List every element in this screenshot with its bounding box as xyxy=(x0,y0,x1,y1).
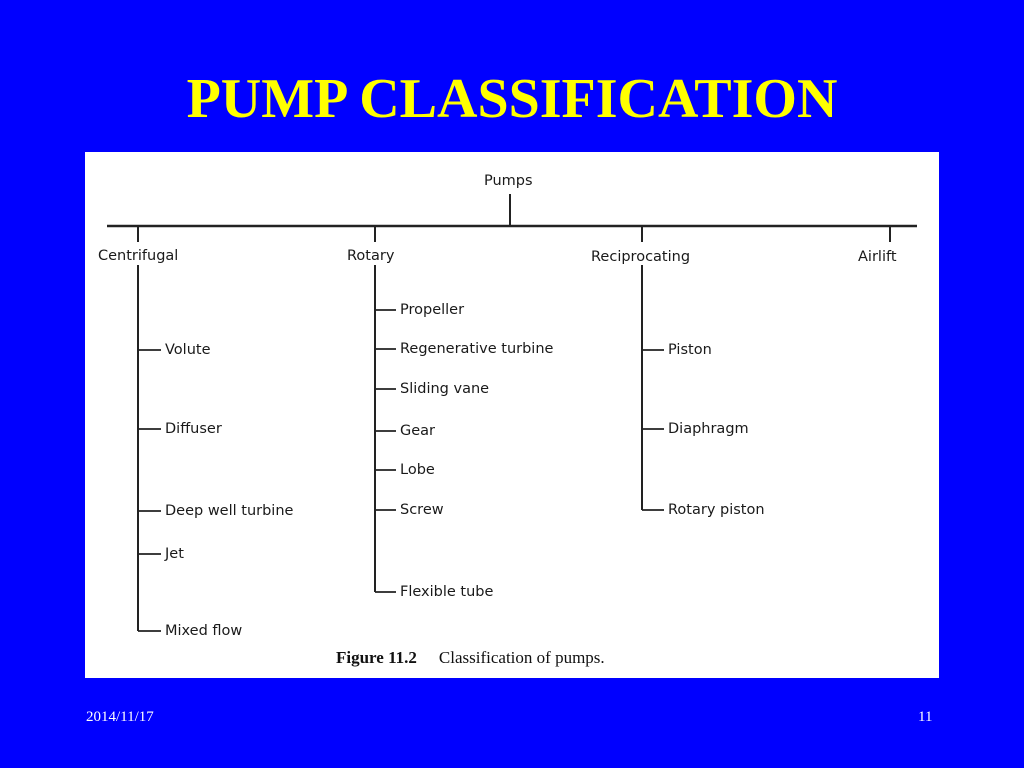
category-centrifugal-node: Centrifugal xyxy=(98,248,179,264)
leaf-node-propeller: Propeller xyxy=(400,302,465,318)
category-airlift-node: Airlift xyxy=(858,249,897,265)
leaf-node-screw: Screw xyxy=(400,502,444,518)
leaf-node-mixed-flow: Mixed flow xyxy=(165,623,243,639)
leaf-node-gear: Gear xyxy=(400,423,436,439)
category-rotary-node: Rotary xyxy=(347,248,395,264)
leaf-node-diaphragm: Diaphragm xyxy=(668,421,749,437)
leaf-node-diffuser: Diffuser xyxy=(165,421,222,437)
leaf-node-rotary-piston: Rotary piston xyxy=(668,502,765,518)
figure-caption-number: Figure 11.2 xyxy=(336,648,417,667)
slide-title: PUMP CLASSIFICATION xyxy=(186,68,838,130)
leaf-node-jet: Jet xyxy=(165,546,184,562)
category-reciprocating-node: Reciprocating xyxy=(591,249,691,265)
footer-date: 2014/11/17 xyxy=(86,709,154,725)
tree-connector-lines xyxy=(107,194,917,632)
leaf-node-deep-well-turbine: Deep well turbine xyxy=(165,503,294,519)
root-node-pumps: Pumps xyxy=(484,173,533,189)
leaf-node-volute: Volute xyxy=(165,342,211,358)
figure-caption-text: Classification of pumps. xyxy=(438,648,605,667)
leaf-node-flexible-tube: Flexible tube xyxy=(400,584,494,600)
leaf-node-sliding-vane: Sliding vane xyxy=(400,381,490,397)
figure-caption: Figure 11.2 Classification of pumps. xyxy=(336,648,605,668)
footer-page-number: 11 xyxy=(918,709,933,725)
leaf-node-regenerative-turbine: Regenerative turbine xyxy=(400,341,554,357)
leaf-node-lobe: Lobe xyxy=(400,462,435,478)
leaf-node-piston: Piston xyxy=(668,342,712,358)
